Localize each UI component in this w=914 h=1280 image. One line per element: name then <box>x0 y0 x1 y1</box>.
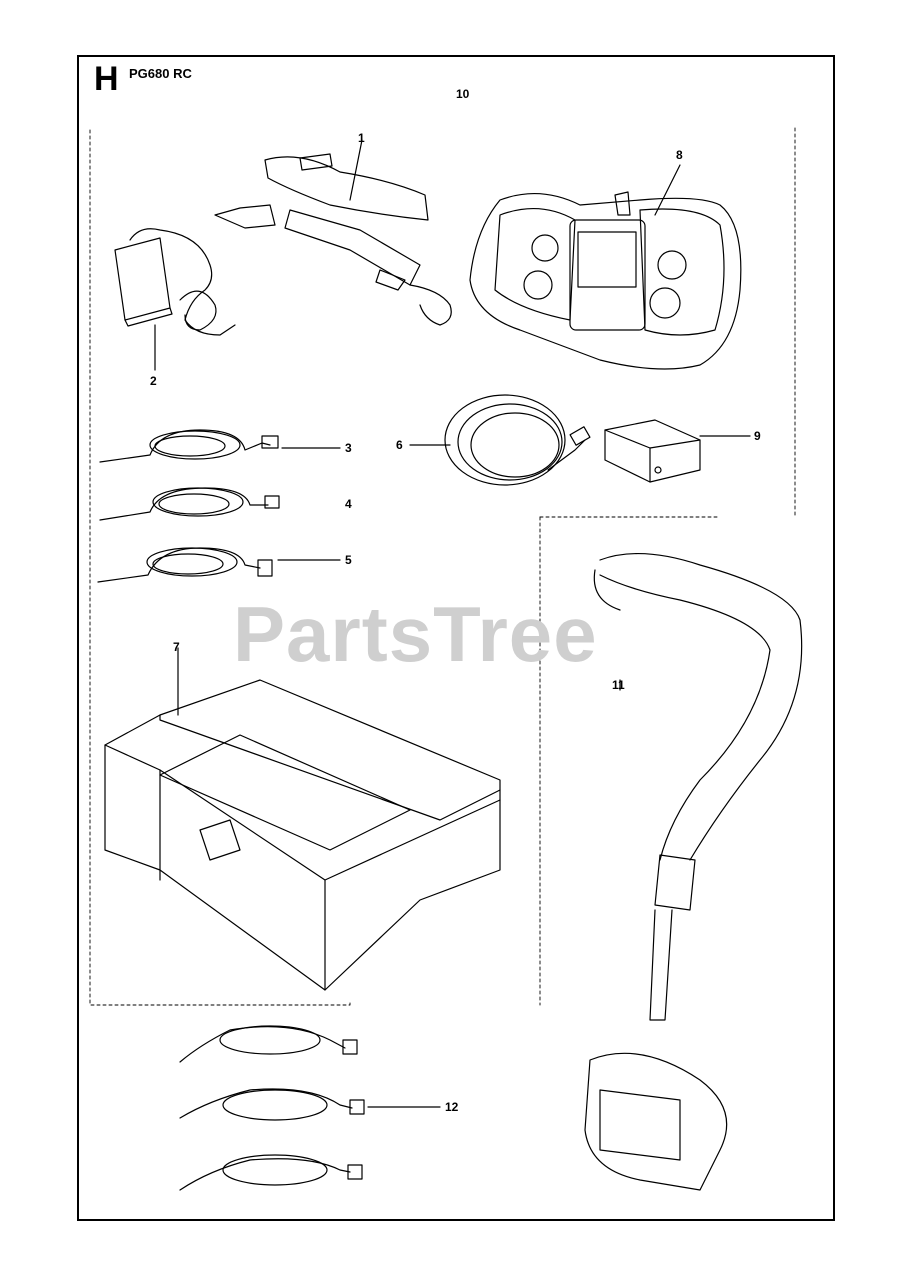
diagram-frame <box>77 55 835 1221</box>
shoulder-strap-part <box>214 139 452 326</box>
coil-cable-part <box>409 394 591 486</box>
callout-10: 10 <box>456 87 470 101</box>
callout-7: 7 <box>173 640 180 654</box>
callout-5: 5 <box>345 553 352 567</box>
callout-11: 11 <box>612 678 625 692</box>
charger-part <box>114 228 236 371</box>
remote-controller-part <box>469 164 742 370</box>
watermark: PartsTree <box>233 590 598 678</box>
section-letter: H <box>94 60 119 98</box>
callout-2: 2 <box>150 374 157 388</box>
model-label: PG680 RC <box>129 66 192 81</box>
cable-5-part <box>97 547 341 583</box>
cable-3-part <box>99 429 341 463</box>
callout-6: 6 <box>396 438 403 452</box>
storage-case-part <box>104 647 501 991</box>
callout-4: 4 <box>345 497 352 511</box>
module-box-part <box>604 419 751 483</box>
cable-12-part <box>179 1025 441 1191</box>
callout-8: 8 <box>676 148 683 162</box>
cable-4-part <box>99 487 280 521</box>
callout-1: 1 <box>358 131 365 145</box>
kit-boundary <box>89 127 796 1006</box>
callout-9: 9 <box>754 429 761 443</box>
harness-part <box>584 552 803 1191</box>
callout-3: 3 <box>345 441 352 455</box>
callout-12: 12 <box>445 1100 459 1114</box>
